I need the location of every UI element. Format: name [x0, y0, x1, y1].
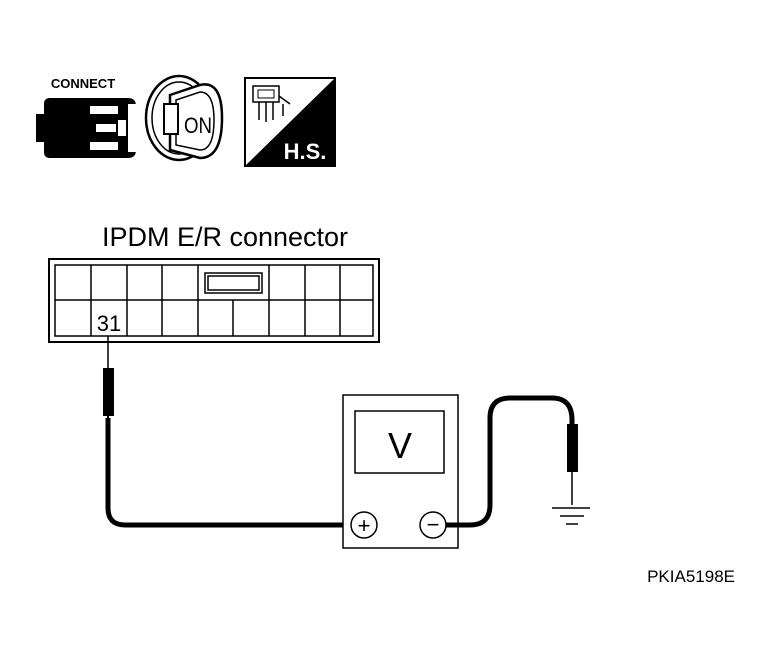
positive-terminal: [350, 511, 378, 539]
ignition-key-icon: [144, 74, 224, 162]
harness-hs-label: H.S.: [284, 139, 327, 164]
negative-lead-wire: [446, 395, 575, 528]
figure-id: PKIA5198E: [647, 567, 735, 586]
ground-icon: [552, 507, 590, 525]
voltmeter-symbol: V: [388, 425, 412, 466]
connector-title: IPDM E/R connector: [102, 222, 348, 252]
harness-icon-group: H.S.: [244, 77, 336, 167]
voltmeter: V + −: [342, 394, 459, 549]
connect-label: CONNECT: [51, 76, 115, 91]
ignition-on-label: ON: [184, 115, 212, 139]
terminal-31-label: 31: [97, 311, 121, 336]
harness-connector-icon: [252, 85, 291, 122]
negative-terminal-sign: −: [427, 512, 440, 537]
voltmeter-display: [354, 410, 445, 474]
positive-lead-wire: [105, 418, 349, 528]
positive-terminal-sign: +: [358, 513, 371, 538]
connector-body: [48, 258, 380, 343]
positive-probe: [103, 336, 114, 420]
connector-plug-icon: [36, 98, 136, 158]
ignition-icon-group: ON: [144, 74, 224, 162]
harness-icon-black-half: [245, 78, 335, 166]
negative-probe: [567, 424, 578, 505]
connect-icon-group: CONNECT: [36, 76, 136, 158]
